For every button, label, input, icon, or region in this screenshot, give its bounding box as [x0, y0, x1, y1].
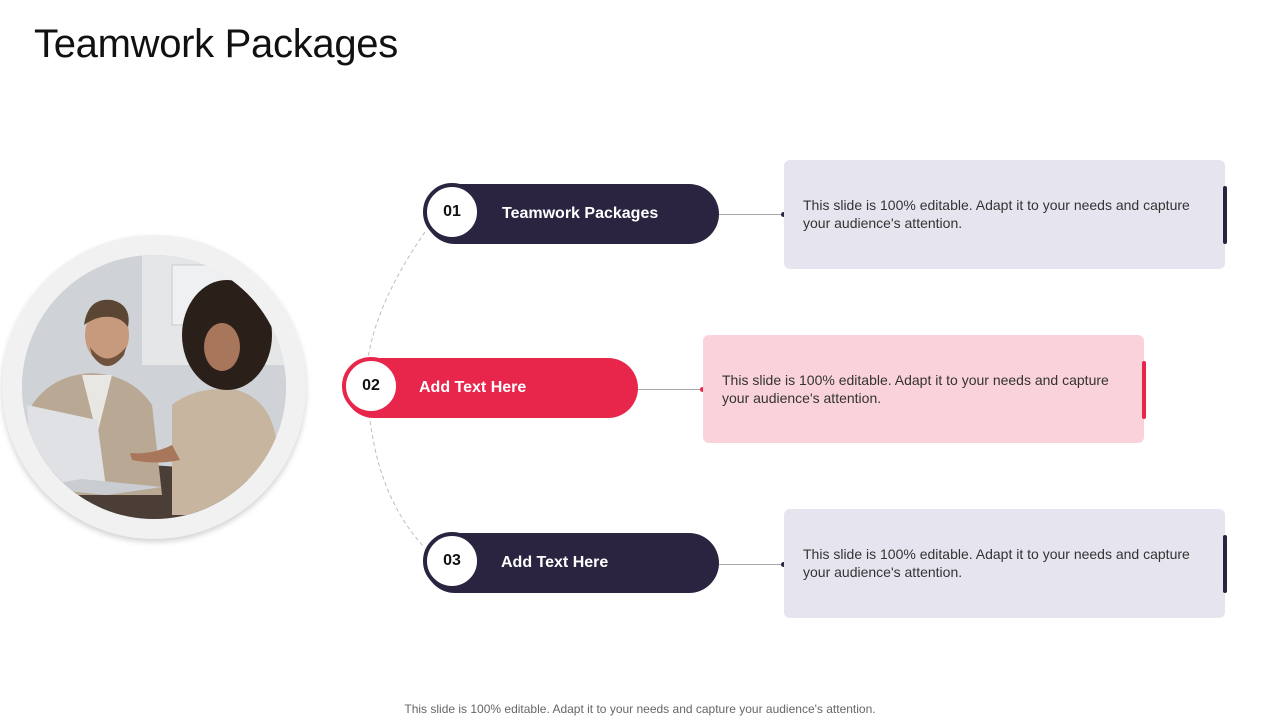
- description-box-03: This slide is 100% editable. Adapt it to…: [784, 509, 1227, 618]
- connector-line-01: [719, 214, 784, 215]
- step-pill-02[interactable]: 02 Add Text Here: [342, 357, 638, 418]
- connector-dot-03: [781, 562, 786, 567]
- accent-bar-02: [1142, 361, 1146, 419]
- accent-bar-03: [1223, 535, 1227, 593]
- accent-bar-01: [1223, 186, 1227, 244]
- step-label-01: Teamwork Packages: [502, 205, 659, 222]
- connector-line-02: [638, 389, 703, 390]
- step-pill-03[interactable]: 03 Add Text Here: [423, 532, 719, 593]
- connector-line-03: [719, 564, 784, 565]
- step-label-02: Add Text Here: [419, 379, 527, 396]
- connector-dot-01: [781, 212, 786, 217]
- step-number-03: 03: [423, 532, 481, 590]
- step-label-03: Add Text Here: [501, 554, 609, 571]
- connector-dot-02: [700, 387, 705, 392]
- description-text-02: This slide is 100% editable. Adapt it to…: [722, 372, 1109, 406]
- step-number-02: 02: [342, 357, 400, 415]
- description-box-01: This slide is 100% editable. Adapt it to…: [784, 160, 1227, 269]
- description-box-02: This slide is 100% editable. Adapt it to…: [703, 335, 1146, 443]
- team-photo: [22, 255, 286, 519]
- step-number-01: 01: [423, 183, 481, 241]
- description-text-03: This slide is 100% editable. Adapt it to…: [803, 546, 1190, 580]
- slide-footer: This slide is 100% editable. Adapt it to…: [404, 702, 876, 716]
- slide-title: Teamwork Packages: [34, 22, 398, 66]
- step-pill-01[interactable]: 01 Teamwork Packages: [423, 183, 719, 244]
- description-text-01: This slide is 100% editable. Adapt it to…: [803, 197, 1190, 231]
- photo-frame: [2, 235, 306, 539]
